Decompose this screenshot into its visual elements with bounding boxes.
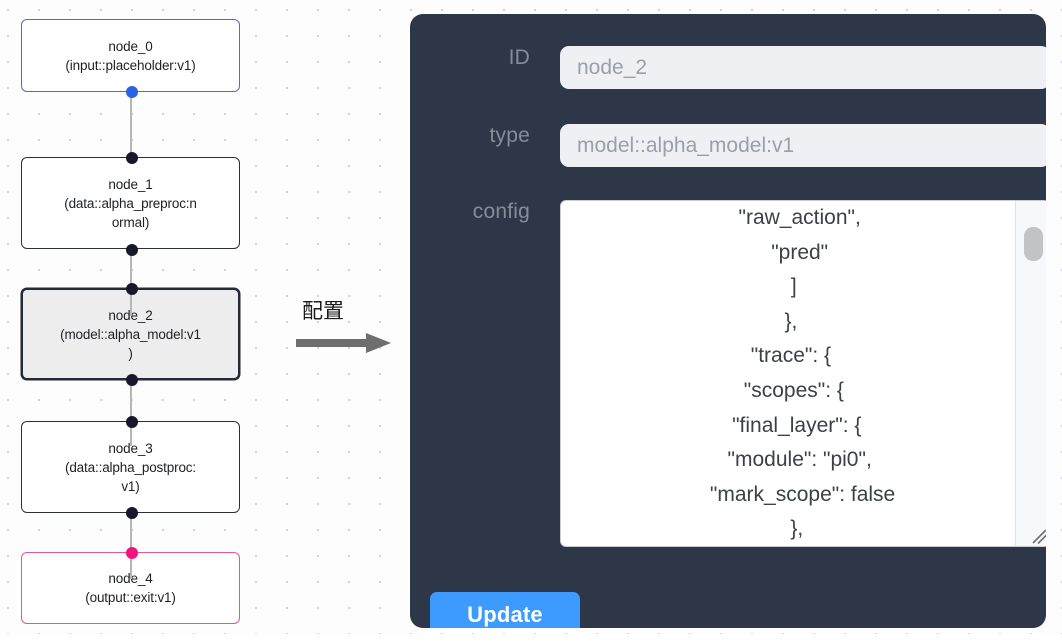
edge-node1-node2 — [130, 246, 132, 316]
node-subtitle: (data::alpha_preproc:n ormal) — [64, 195, 197, 230]
id-input[interactable] — [560, 46, 1046, 89]
annotation-caption: 配置 — [302, 299, 344, 323]
resize-grip-icon[interactable] — [1030, 527, 1046, 545]
config-scrollbar[interactable] — [1015, 201, 1046, 546]
edge-node0-node1 — [130, 91, 132, 161]
graph-node-node_0[interactable]: node_0 (input::placeholder:v1) — [21, 19, 240, 92]
field-row-type: type — [430, 124, 1046, 167]
node-subtitle: (input::placeholder:v1) — [65, 57, 196, 73]
graph-node-node_2[interactable]: node_2 (model::alpha_model:v1 ) — [21, 288, 240, 380]
graph-node-node_3[interactable]: node_3 (data::alpha_postproc: v1) — [21, 421, 240, 513]
node-handle-target-node_2[interactable] — [126, 283, 138, 295]
graph-node-node_1[interactable]: node_1 (data::alpha_preproc:n ormal) — [21, 157, 240, 249]
config-label: config — [472, 200, 530, 223]
field-row-id: ID — [430, 46, 1046, 89]
config-textarea[interactable]: "raw_action", "pred" ] }, "trace": { "sc… — [709, 206, 896, 541]
config-scrollbar-thumb[interactable] — [1024, 227, 1043, 261]
node-handle-source-node_0[interactable] — [126, 86, 138, 98]
node-handle-source-node_3[interactable] — [126, 507, 138, 519]
node-handle-target-node_1[interactable] — [126, 152, 138, 164]
canvas-bottom-strip — [0, 634, 1062, 643]
type-input[interactable] — [560, 124, 1046, 167]
update-button[interactable]: Update — [430, 592, 580, 628]
node-handle-source-node_1[interactable] — [126, 244, 138, 256]
node-title: node_1 — [108, 176, 153, 192]
annotation-group: 配置 — [296, 299, 406, 361]
edge-node3-node4 — [130, 509, 132, 579]
type-label: type — [489, 124, 530, 147]
node-subtitle: (model::alpha_model:v1 ) — [60, 326, 201, 361]
node-subtitle: (output::exit:v1) — [85, 590, 176, 605]
node-title: node_3 — [108, 440, 153, 456]
node-handle-target-node_3[interactable] — [126, 416, 138, 428]
node-subtitle: (data::alpha_postproc: v1) — [64, 459, 197, 494]
node-title: node_0 — [108, 38, 153, 54]
id-label: ID — [508, 46, 530, 69]
right-arrow-icon — [296, 333, 391, 353]
node-config-panel: ID type config "raw_action", "pred" ] },… — [410, 14, 1046, 628]
edge-node2-node3 — [130, 376, 132, 446]
field-row-config: config "raw_action", "pred" ] }, "trace"… — [430, 200, 1046, 547]
node-handle-source-node_2[interactable] — [126, 374, 138, 386]
node-handle-target-node_4[interactable] — [126, 547, 138, 559]
config-textarea-wrapper[interactable]: "raw_action", "pred" ] }, "trace": { "sc… — [560, 200, 1046, 547]
